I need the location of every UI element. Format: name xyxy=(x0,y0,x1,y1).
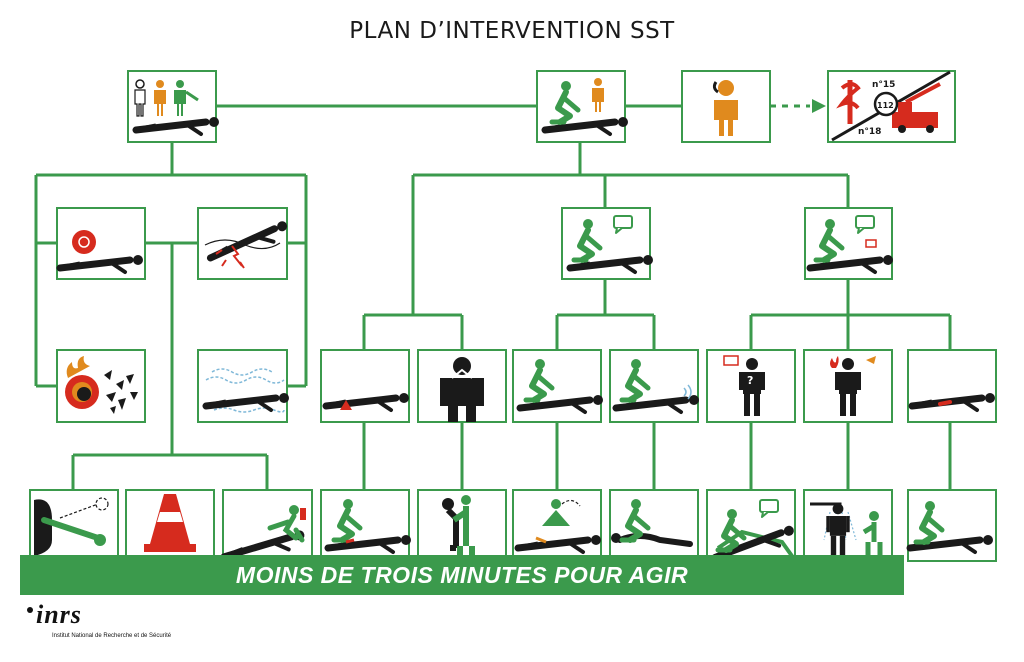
time-banner: MOINS DE TROIS MINUTES POUR AGIR xyxy=(20,555,904,595)
emergency-number-112: 112 xyxy=(877,101,894,110)
back-blows-box xyxy=(417,489,507,562)
cpr-defibrillator-icon xyxy=(518,499,601,552)
unconscious-breathing-box xyxy=(512,349,602,423)
burn-icon xyxy=(830,356,876,416)
evacuate-box xyxy=(222,489,313,562)
arrow-head-icon xyxy=(812,99,826,113)
toxic-gas-hazard-icon xyxy=(206,368,289,412)
bleeding-box xyxy=(320,349,410,423)
evacuate-victim-icon xyxy=(222,505,307,561)
page-title: PLAN D’INTERVENTION SST xyxy=(349,18,675,44)
electrical-hazard-icon xyxy=(205,220,291,269)
compress-bleeding-icon xyxy=(328,499,411,552)
toxic-gas-box xyxy=(197,349,288,423)
examine-victim-no-response-icon xyxy=(810,215,893,272)
unconscious-not-breathing-box xyxy=(609,349,699,423)
protect-rescuer-icon xyxy=(545,78,628,134)
recovery-position-icon xyxy=(611,499,693,547)
unconscious-not-breathing-icon xyxy=(616,359,699,412)
banner-text: MOINS DE TROIS MINUTES POUR AGIR xyxy=(235,561,689,588)
choking-icon xyxy=(440,357,484,422)
back-blows-icon xyxy=(442,495,475,558)
wound-box xyxy=(907,349,997,423)
complains-malaise-icon: ? xyxy=(723,355,765,416)
inrs-logo-text: inrs xyxy=(36,600,82,629)
remove-danger-icon xyxy=(34,497,109,556)
falling-object-hazard-icon xyxy=(60,230,143,272)
emergency-number-18: n°18 xyxy=(858,127,881,137)
bleeding-icon xyxy=(326,393,409,410)
alert-phone-icon xyxy=(712,80,738,136)
emergency-services-icon: n°15 112 n°18 xyxy=(831,70,951,142)
emergency-number-15: n°15 xyxy=(872,80,895,90)
inrs-logo xyxy=(27,607,33,613)
inrs-logo-subtitle: Institut National de Recherche et de Séc… xyxy=(52,633,172,639)
safety-cone-icon xyxy=(144,494,196,552)
rest-and-ask-icon xyxy=(712,499,797,561)
recovery-box xyxy=(609,489,699,562)
svg-text:?: ? xyxy=(747,374,753,387)
wound-icon xyxy=(912,393,995,410)
witnesses-and-victim-icon xyxy=(135,79,219,134)
cool-burn-shower-icon xyxy=(810,502,883,556)
fire-hazard-icon xyxy=(65,356,138,414)
connector-lines xyxy=(34,104,952,490)
